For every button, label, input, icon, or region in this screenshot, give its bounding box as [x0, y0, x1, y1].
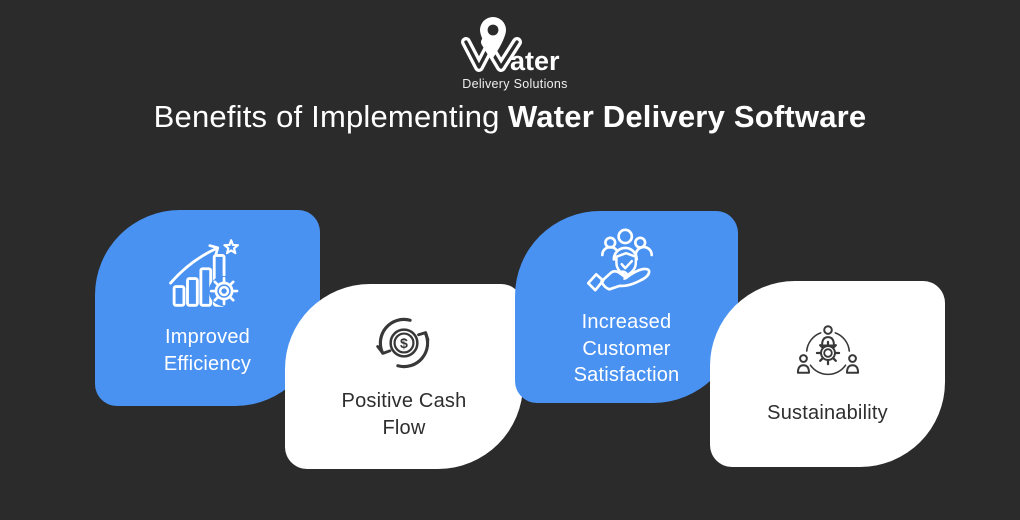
team-gear-icon: [796, 324, 859, 375]
logo-graphic: ater Delivery Solutions: [461, 17, 567, 91]
dollar-symbol: $: [400, 335, 408, 351]
logo-brand-suffix: ater: [510, 46, 560, 76]
title-regular-part: Benefits of Implementing: [153, 99, 500, 134]
open-hand-icon: [586, 267, 650, 292]
shield-check-icon: [614, 251, 637, 277]
gear-icon: [208, 276, 239, 307]
water-delivery-solutions-logo: ater Delivery Solutions: [448, 12, 578, 100]
title-bold-part: Water Delivery Software: [507, 99, 867, 134]
card-positive-cash-flow: $ Positive Cash Flow: [285, 284, 523, 469]
hand-customers-shield-icon: [586, 228, 653, 292]
logo-tagline: Delivery Solutions: [462, 77, 567, 91]
card-increased-customer-satisfaction: Increased Customer Satisfaction: [515, 211, 738, 403]
growth-chart-gear-star-icon: [168, 239, 239, 307]
card-label: Increased Customer Satisfaction: [573, 310, 680, 387]
dollar-cycle-icon: $: [376, 317, 430, 368]
location-pin-icon: [480, 17, 506, 58]
card-sustainability: Sustainability: [710, 281, 945, 467]
star-icon: [222, 239, 239, 255]
card-label: Sustainability: [767, 401, 888, 424]
gear-icon: [815, 340, 840, 365]
card-improved-efficiency: Improved Efficiency: [95, 210, 320, 406]
card-label: Improved Efficiency: [163, 326, 252, 375]
card-label: Positive Cash Flow: [341, 389, 467, 439]
